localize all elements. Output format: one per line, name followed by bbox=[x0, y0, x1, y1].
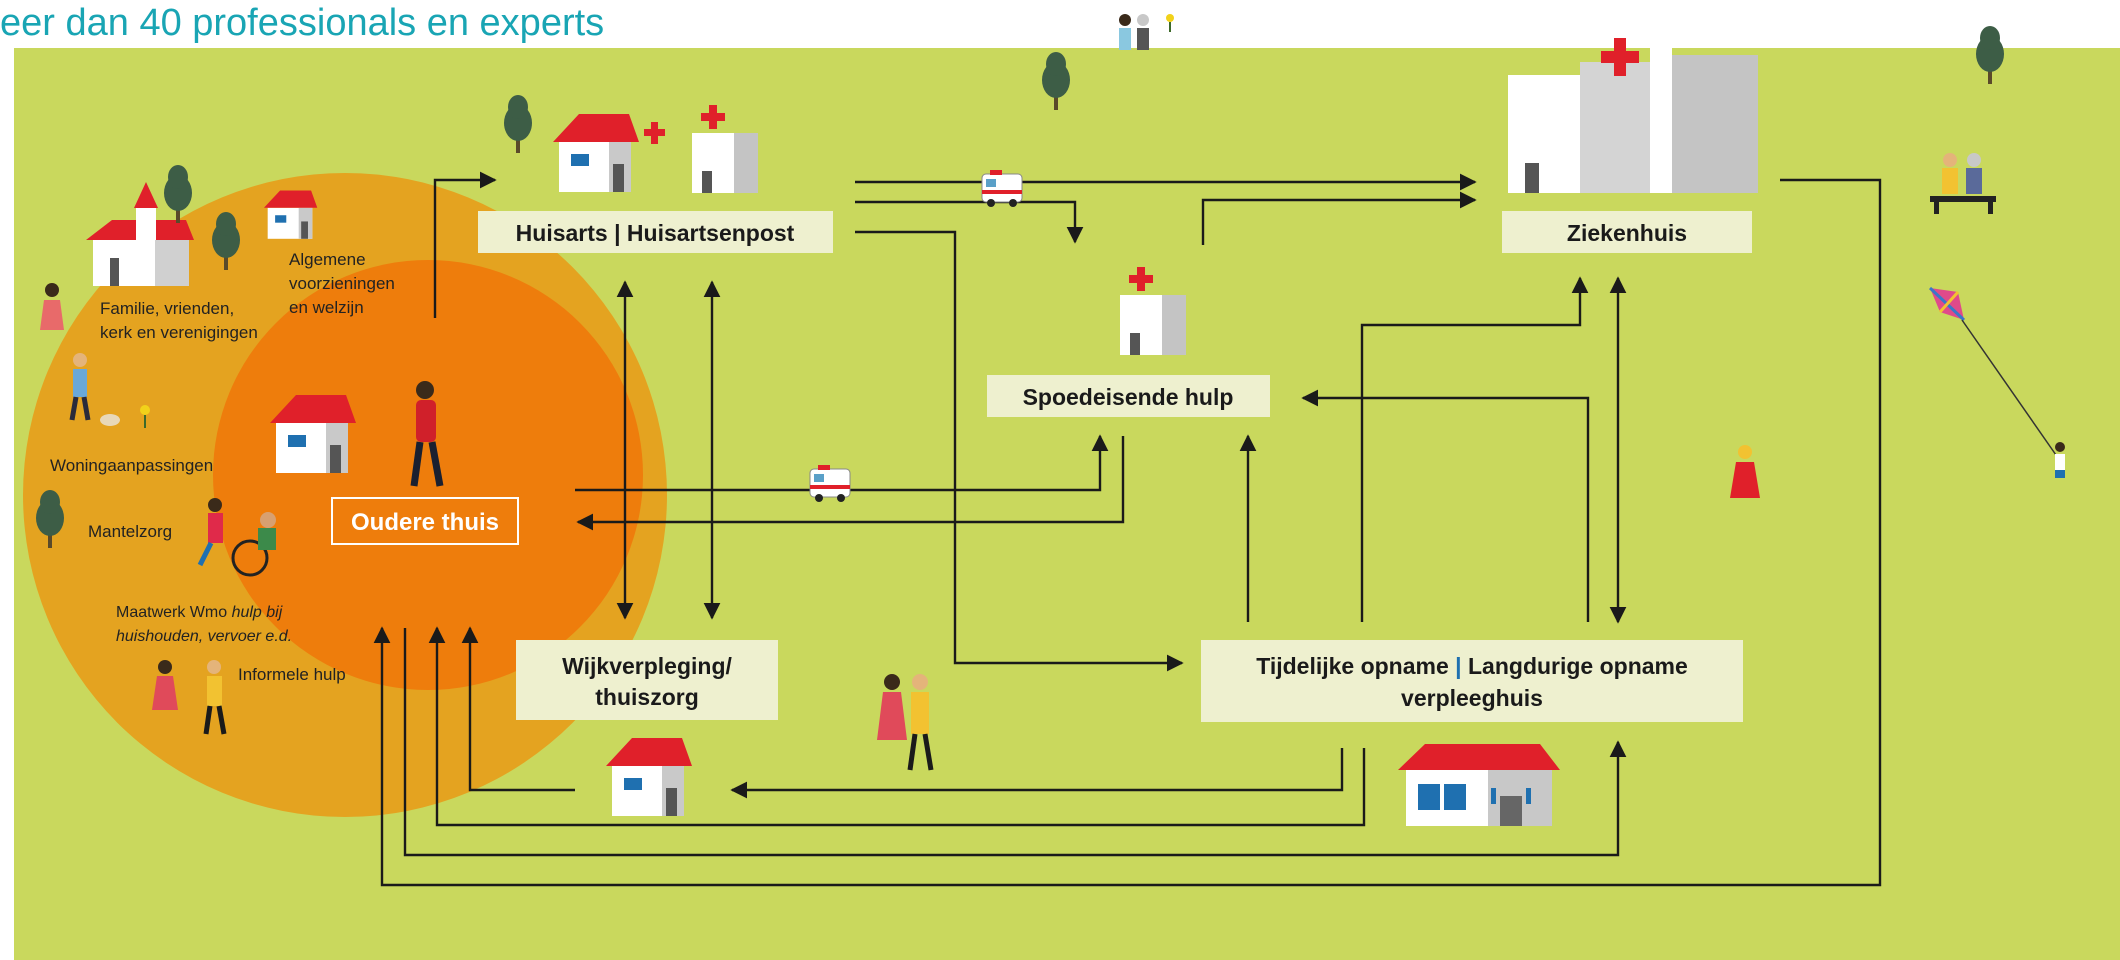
dog-walker-icon bbox=[69, 353, 120, 426]
tijdelijke-opname-label: Tijdelijke opname bbox=[1256, 653, 1449, 679]
person-icon bbox=[152, 660, 178, 710]
page-heading: eer dan 40 professionals en experts bbox=[0, 2, 605, 44]
circle-labels: Familie, vrienden, kerk en verenigingen … bbox=[50, 250, 395, 684]
opname-separator: | bbox=[1455, 653, 1461, 679]
person-icon bbox=[203, 660, 227, 735]
hospital-icon bbox=[1508, 38, 1758, 193]
ziekenhuis-label: Ziekenhuis bbox=[1567, 220, 1687, 246]
maatwerk-label-italic: hulp bij bbox=[232, 604, 283, 621]
flower-icon bbox=[1166, 14, 1174, 32]
spoedeisende-hulp-label: Spoedeisende hulp bbox=[1023, 384, 1234, 410]
oudere-thuis-node: Oudere thuis bbox=[331, 497, 519, 545]
bench-icon bbox=[1930, 153, 1996, 214]
mantelzorg-label: Mantelzorg bbox=[88, 522, 172, 541]
langdurige-opname-label: Langdurige opname bbox=[1468, 653, 1688, 679]
red-cross-icon bbox=[644, 122, 665, 144]
elderly-couple-icon bbox=[1119, 14, 1149, 50]
woningaanpassingen-label: Woningaanpassingen bbox=[50, 456, 213, 475]
ziekenhuis-node: Ziekenhuis bbox=[1502, 211, 1752, 253]
oudere-thuis-label: Oudere thuis bbox=[351, 509, 499, 536]
ambulance-icon bbox=[981, 169, 1023, 208]
ambulance-icon bbox=[809, 464, 851, 503]
algemene-label-line2: voorzieningen bbox=[289, 274, 395, 293]
algemene-label-line1: Algemene bbox=[289, 250, 366, 269]
informele-hulp-label: Informele hulp bbox=[238, 665, 346, 684]
person-icon bbox=[1730, 445, 1760, 498]
wheelchair-icon bbox=[197, 498, 276, 577]
connector-lines bbox=[373, 171, 1882, 887]
wijkverpleging-node: Wijkverpleging/ thuiszorg bbox=[516, 640, 778, 720]
huisarts-node: Huisarts | Huisartsenpost bbox=[478, 211, 833, 253]
inner-home-circle bbox=[213, 260, 643, 690]
flower-icon bbox=[140, 405, 150, 428]
maatwerk-label: Maatwerk Wmo bbox=[116, 604, 232, 621]
child-icon bbox=[2055, 442, 2065, 478]
opname-node: Tijdelijke opname | Langdurige opname ve… bbox=[1201, 640, 1743, 722]
familie-label-line2: kerk en verenigingen bbox=[100, 323, 258, 342]
familie-label-line1: Familie, vrienden, bbox=[100, 299, 234, 318]
huisarts-label: Huisarts | Huisartsenpost bbox=[516, 220, 795, 246]
kite-icon bbox=[1928, 286, 2057, 456]
wijkverpleging-label-line1: Wijkverpleging/ bbox=[562, 653, 732, 679]
svg-text:Tijdelijke opname | Langdurige: Tijdelijke opname | Langdurige opname bbox=[1256, 653, 1688, 679]
verpleeghuis-label: verpleeghuis bbox=[1401, 685, 1543, 711]
svg-text:Maatwerk Wmo hulp bij: Maatwerk Wmo hulp bij bbox=[116, 604, 283, 621]
nursing-home-icon bbox=[1398, 744, 1560, 826]
algemene-label-line3: en welzijn bbox=[289, 298, 364, 317]
church-icon bbox=[86, 182, 194, 286]
couple-walking-icon bbox=[877, 674, 934, 771]
wijkverpleging-label-line2: thuiszorg bbox=[595, 684, 699, 710]
maatwerk-label-line2: huishouden, vervoer e.d. bbox=[116, 628, 292, 645]
person-icon bbox=[40, 283, 64, 330]
person-icon bbox=[410, 381, 444, 487]
spoedeisende-hulp-node: Spoedeisende hulp bbox=[987, 375, 1270, 417]
